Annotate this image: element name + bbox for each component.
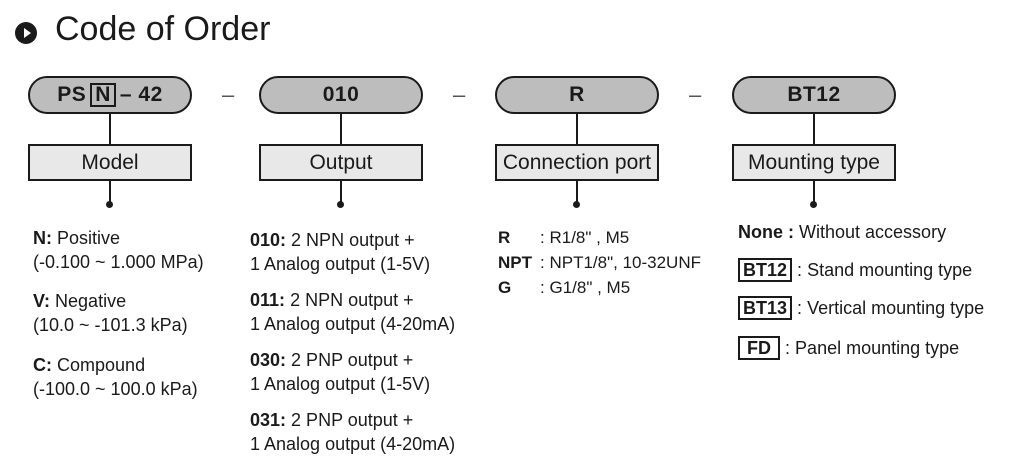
option-range: (-100.0 ~ 100.0 kPa) (33, 379, 198, 399)
option-desc: Stand mounting type (807, 260, 973, 280)
option-value: NPT1/8", 10-32UNF (549, 253, 701, 272)
port-label: Connection port (495, 144, 659, 181)
mount-label: Mounting type (732, 144, 896, 181)
option-code: BT12 (738, 258, 793, 282)
port-option: R: R1/8" , M5 (498, 226, 629, 250)
mount-code-pill: BT12 (732, 76, 896, 114)
option-code: R (498, 228, 511, 247)
connector-dot (106, 201, 113, 208)
output-option: 030: 2 PNP output + 1 Analog output (1-5… (250, 348, 430, 396)
mount-option: None : Without accessory (738, 220, 946, 244)
option-code: 031: (250, 410, 287, 430)
page-title: Code of Order (55, 10, 271, 48)
output-option: 031: 2 PNP output + 1 Analog output (4-2… (250, 408, 455, 456)
option-code: G (498, 278, 512, 297)
port-option: NPT: NPT1/8", 10-32UNF (498, 251, 701, 275)
connector-line (109, 181, 111, 204)
option-desc: Panel mounting type (795, 338, 960, 358)
option-code: V: (33, 291, 51, 311)
port-code-pill: R (495, 76, 659, 114)
separator-dash: – (222, 82, 235, 107)
option-code: N: (33, 228, 52, 248)
option-range: (-0.100 ~ 1.000 MPa) (33, 252, 204, 272)
mount-option: BT13 : Vertical mounting type (738, 296, 984, 320)
option-line1: 2 NPN output + (290, 290, 414, 310)
option-sep: : (797, 260, 803, 280)
separator-dash: – (689, 82, 702, 107)
connector-line (576, 181, 578, 204)
option-sep: : (797, 298, 803, 318)
option-sep: : (540, 278, 545, 297)
option-name: Positive (57, 228, 121, 248)
option-code: 030: (250, 350, 287, 370)
output-option: 010: 2 NPN output + 1 Analog output (1-5… (250, 228, 430, 276)
option-line1: 2 NPN output + (291, 230, 415, 250)
option-value: R1/8" , M5 (549, 228, 630, 247)
option-desc: Without accessory (799, 222, 947, 242)
connector-dot (810, 201, 817, 208)
model-boxed-code: N (90, 83, 116, 107)
model-prefix: PS (57, 83, 87, 106)
option-line1: 2 PNP output + (291, 350, 414, 370)
option-value: G1/8" , M5 (549, 278, 631, 297)
connector-dot (337, 201, 344, 208)
model-code-pill: PS N – 42 (28, 76, 192, 114)
output-label: Output (259, 144, 423, 181)
connector-line (813, 181, 815, 204)
option-code: FD (738, 336, 780, 360)
option-name: Compound (57, 355, 146, 375)
output-option: 011: 2 NPN output + 1 Analog output (4-2… (250, 288, 455, 336)
option-code: 011: (250, 290, 286, 310)
connector-dot (573, 201, 580, 208)
option-desc: Vertical mounting type (807, 298, 985, 318)
model-suffix: – 42 (119, 83, 163, 106)
model-option: C: Compound (-100.0 ~ 100.0 kPa) (33, 353, 198, 401)
option-sep: : (540, 253, 545, 272)
model-label: Model (28, 144, 192, 181)
option-name: Negative (55, 291, 127, 311)
option-line2: 1 Analog output (1-5V) (250, 374, 431, 394)
option-code: C: (33, 355, 52, 375)
model-option: N: Positive (-0.100 ~ 1.000 MPa) (33, 226, 204, 274)
connector-line (576, 114, 578, 144)
connector-line (109, 114, 111, 144)
option-line1: 2 PNP output + (291, 410, 414, 430)
port-option: G: G1/8" , M5 (498, 276, 630, 300)
mount-option: BT12 : Stand mounting type (738, 258, 972, 282)
option-line2: 1 Analog output (4-20mA) (250, 434, 456, 454)
output-code-pill: 010 (259, 76, 423, 114)
connector-line (340, 114, 342, 144)
option-line2: 1 Analog output (4-20mA) (250, 314, 456, 334)
separator-dash: – (453, 82, 466, 107)
option-code: NPT (498, 253, 532, 272)
model-option: V: Negative (10.0 ~ -101.3 kPa) (33, 289, 188, 337)
connector-line (813, 114, 815, 144)
option-code: BT13 (738, 296, 793, 320)
mount-option: FD : Panel mounting type (738, 336, 959, 360)
option-code: None : (738, 222, 794, 242)
option-sep: : (785, 338, 791, 358)
option-range: (10.0 ~ -101.3 kPa) (33, 315, 188, 335)
connector-line (340, 181, 342, 204)
option-code: 010: (250, 230, 287, 250)
option-sep: : (540, 228, 545, 247)
play-circle-icon (15, 22, 37, 44)
option-line2: 1 Analog output (1-5V) (250, 254, 431, 274)
